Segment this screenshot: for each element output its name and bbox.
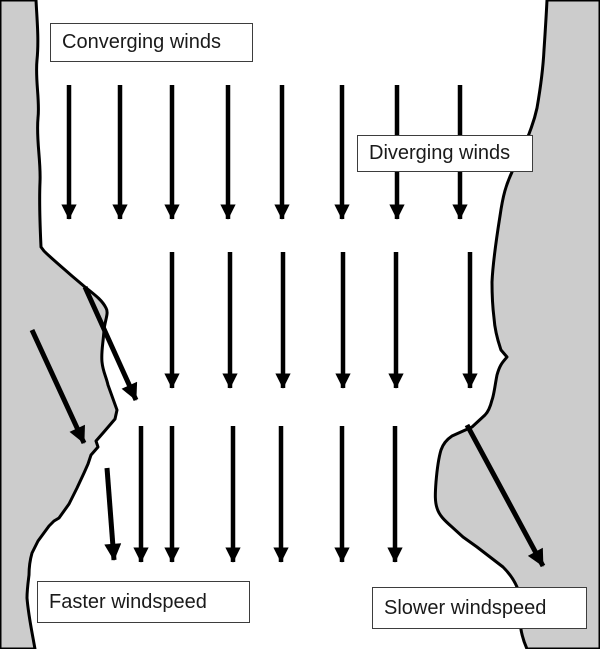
left-land-wind-arrow [29,328,87,445]
label-diverging-winds: Diverging winds [357,135,533,172]
faster-windspeed-text: Faster windspeed [49,590,207,613]
diverging-winds-text: Diverging winds [369,142,511,164]
right-land-wind-arrow [464,423,546,568]
wind-arrows-layer [29,85,546,568]
label-converging-winds: Converging winds [50,23,253,62]
bottom-left-slanted-wind-arrow [104,467,122,561]
converging-winds-text: Converging winds [62,31,221,53]
label-slower-windspeed: Slower windspeed [372,587,587,629]
slower-windspeed-text: Slower windspeed [384,596,547,619]
left-coast-crossing-wind-arrow [82,285,139,402]
left-landmass [0,0,119,649]
label-faster-windspeed: Faster windspeed [37,581,250,623]
